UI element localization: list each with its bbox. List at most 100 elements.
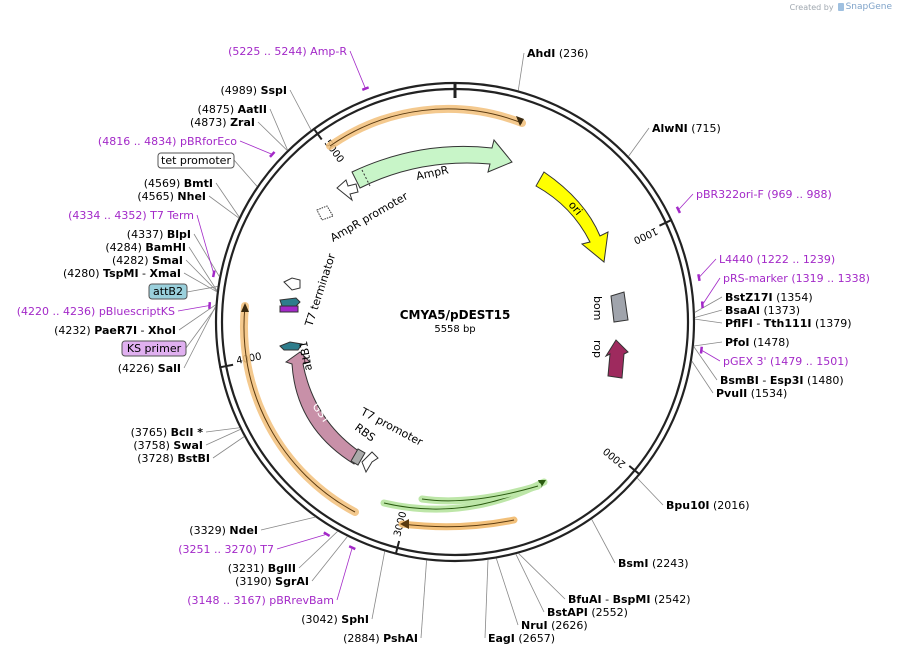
site-pos-swai: (3758): [133, 439, 170, 452]
primer-leader-pbrforeco: [239, 140, 273, 155]
ampr-promoter-hatch: [316, 205, 334, 221]
bom-label: bom: [591, 296, 604, 320]
tet-promoter-label: tet promoter: [161, 154, 231, 167]
tick-4000: [219, 363, 234, 369]
ori-feature: [535, 171, 609, 263]
tick-label-1000: 1000: [632, 225, 660, 246]
site-name-bglii: BglII: [268, 562, 296, 575]
site-bfuai: BfuAI - BspMI (2542): [568, 593, 691, 606]
site-name-tspmi: TspMI: [103, 267, 139, 280]
primer-leader-pgex-3: [701, 349, 721, 362]
attb1-label: attB1: [297, 340, 315, 372]
site-name-bmti: BmtI: [184, 177, 213, 190]
site-name-bsaai: BsaAI: [725, 304, 760, 317]
site-name-alwni: AlwNI: [652, 122, 688, 135]
tick-label-2000: 2000: [601, 445, 628, 470]
site-pos-bamhi: (4284): [105, 241, 142, 254]
orf-arc-bottom-green-1-head: [538, 480, 546, 488]
site-pos-ndei: (3329): [189, 524, 226, 537]
primer-t7-term: (4334 .. 4352) T7 Term: [68, 209, 194, 222]
site-bstz17i: BstZ17I (1354): [725, 291, 813, 304]
site-ndei: (3329) NdeI: [189, 524, 258, 537]
leader-pvuii: [691, 360, 714, 394]
site-name-swai: SwaI: [173, 439, 203, 452]
ampr-promoter-label: AmpR promoter: [328, 189, 411, 244]
site-pos-bsmi: (2243): [652, 557, 689, 570]
site-name-aatii: AatII: [238, 103, 267, 116]
tick-5000: [312, 127, 323, 141]
site-sali: (4226) SalI: [118, 362, 181, 375]
leader-bglii: [298, 531, 338, 569]
site-pshai: (2884) PshAI: [343, 632, 418, 645]
primer-amp-r: (5225 .. 5244) Amp-R: [228, 45, 347, 58]
site-pos-smai: (4282): [112, 254, 149, 267]
leader-tspmi: [183, 272, 218, 293]
site-pos-bstbi: (3728): [137, 452, 174, 465]
attb1-feature: [279, 341, 303, 351]
leader-zrai: [257, 121, 288, 151]
site-pos-bpu10i: (2016): [713, 499, 750, 512]
primer-prs-marker: pRS-marker (1319 .. 1338): [723, 272, 870, 285]
site-name-bsmbi: BsmBI: [720, 374, 759, 387]
leader-alwni: [628, 127, 650, 157]
leader-smai: [185, 259, 218, 292]
primer-l4440: L4440 (1222 .. 1239): [719, 253, 835, 266]
site-name-bsmbi: Esp3I: [770, 374, 804, 387]
site-name-eagi: EagI: [488, 632, 515, 645]
primer-mark-l4440: [697, 273, 701, 282]
primer-mark-pbrforeco: [269, 151, 276, 158]
site-name-bpu10i: Bpu10I: [666, 499, 710, 512]
primer-mark-pbrrevbam: [348, 545, 356, 551]
site-bcli: (3765) BclI *: [131, 426, 204, 439]
primer-mark-pbr322ori-f: [675, 206, 682, 214]
site-pos-pfoi: (1478): [753, 336, 790, 349]
site-pos-nrui: (2626): [551, 619, 588, 632]
site-bsaai: BsaAI (1373): [725, 304, 800, 317]
ampr-promoter-feature: [336, 179, 359, 202]
site-name-zrai: ZraI: [230, 116, 255, 129]
leader-nhei: [208, 195, 239, 219]
leader-sali: [183, 306, 216, 369]
orf-arc-left-line: [243, 305, 356, 513]
primer-leader-t7: [276, 533, 327, 550]
t7-terminator-feature: [283, 277, 301, 291]
site-bglii: (3231) BglII: [228, 562, 296, 575]
leader-aatii: [269, 108, 288, 151]
credit-brand: SnapGene: [845, 2, 892, 12]
orf-arc-top-line: [329, 108, 523, 147]
site-paer7i: (4232) PaeR7I - XhoI: [54, 324, 176, 337]
site-pos-bsaai: (1373): [763, 304, 800, 317]
rbs-feature: [350, 448, 366, 466]
leader-sgrai: [311, 536, 348, 582]
leader-sphi: [371, 551, 386, 620]
site-name-paer7i: PaeR7I: [94, 324, 137, 337]
site-name-bfuai: BfuAI: [568, 593, 602, 606]
leader-bsmi: [591, 519, 616, 564]
site-pos-paer7i: (4232): [54, 324, 91, 337]
leader-sspi: [289, 89, 312, 131]
site-name-pvuii: PvuII: [716, 387, 747, 400]
primer-leader-prs-marker: [702, 277, 721, 305]
site-name-sspi: SspI: [261, 84, 287, 97]
site-name-pflfi: Tth111I: [764, 317, 812, 330]
site-name-paer7i: XhoI: [148, 324, 176, 337]
site-name-pflfi: PflFI: [725, 317, 753, 330]
primer-pbr322ori-f: pBR322ori-F (969 .. 988): [696, 188, 832, 201]
site-pos-bcli: (3765): [131, 426, 168, 439]
site-pvuii: PvuII (1534): [716, 387, 787, 400]
site-name-bsmi: BsmI: [618, 557, 649, 570]
tick-3000: [394, 540, 401, 555]
leader-nrui: [495, 558, 519, 626]
orf-arc-bottom-green-2-line: [421, 485, 539, 502]
site-pos-zrai: (4873): [190, 116, 227, 129]
features: [279, 138, 629, 474]
leader-bcli: [205, 427, 240, 433]
site-pos-bstz17i: (1354): [776, 291, 813, 304]
site-pos-pvuii: (1534): [751, 387, 788, 400]
site-pos-eagi: (2657): [518, 632, 555, 645]
orf-arc-bottom-orange-head: [400, 519, 409, 529]
site-pos-sali: (4226): [118, 362, 155, 375]
leader-ndei: [260, 516, 316, 531]
leader-bfuai: [518, 553, 566, 600]
site-name-bstbi: BstBI: [177, 452, 210, 465]
